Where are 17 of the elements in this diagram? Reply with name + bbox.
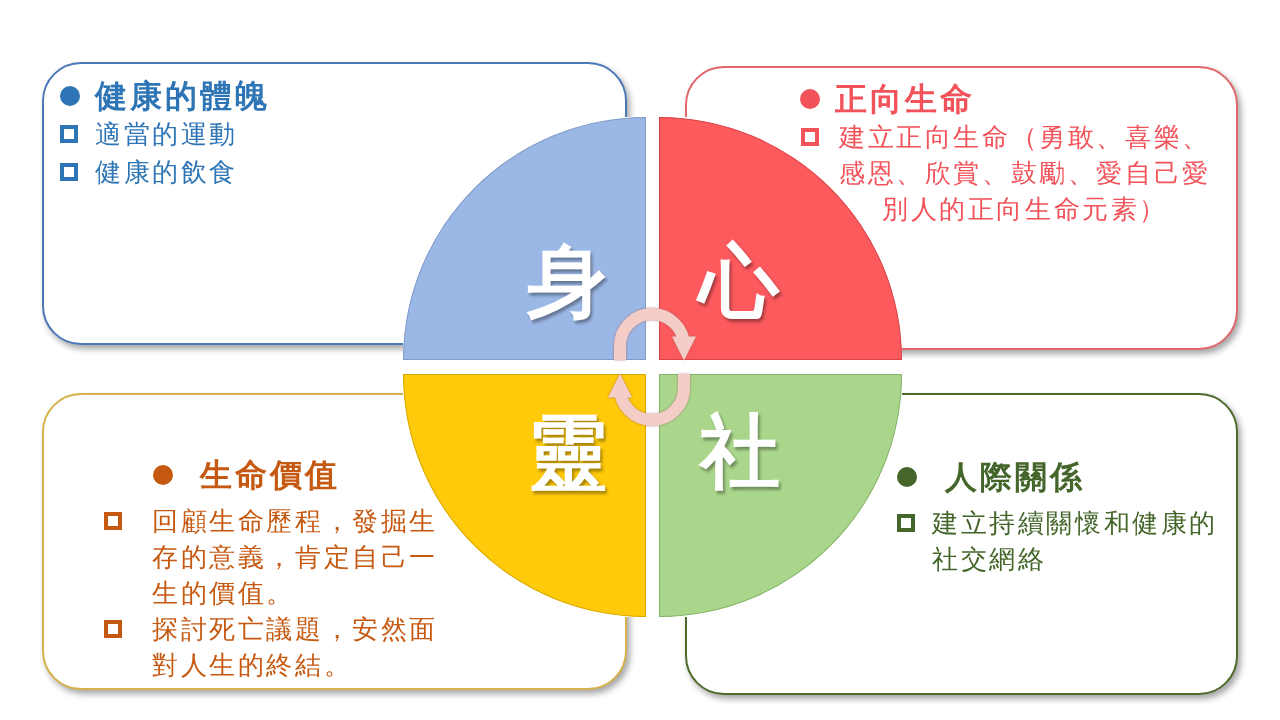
bullet-text: 探討死亡議題，安然面對人生的終結。 bbox=[152, 613, 439, 682]
quarter-circle-segment bbox=[403, 117, 646, 360]
quarter-circle-segment bbox=[659, 374, 902, 617]
bullet-text: 建立持續關懷和健康的社交網絡 bbox=[932, 507, 1219, 576]
card-heading: 生命價值 bbox=[200, 455, 340, 495]
card-heading: 正向生命 bbox=[835, 79, 975, 119]
curved-arrow bbox=[614, 308, 696, 361]
segment-character: 社 bbox=[700, 412, 780, 492]
bullet-text: 健康的飲食 bbox=[95, 156, 239, 189]
card-heading: 健康的體魄 bbox=[95, 76, 270, 116]
card-heading: 人際關係 bbox=[945, 457, 1085, 497]
bullet-text: 適當的運動 bbox=[95, 118, 239, 151]
bullet-text: 回顧生命歷程，發掘生存的意義，肯定自己一生的價值。 bbox=[152, 505, 439, 610]
curved-arrow bbox=[608, 373, 690, 426]
segment-character: 身 bbox=[527, 242, 607, 322]
bullet-text: 建立正向生命（勇敢、喜樂、感恩、欣賞、鼓勵、愛自己愛別人的正向生命元素） bbox=[838, 121, 1212, 226]
segment-character: 靈 bbox=[527, 413, 607, 493]
